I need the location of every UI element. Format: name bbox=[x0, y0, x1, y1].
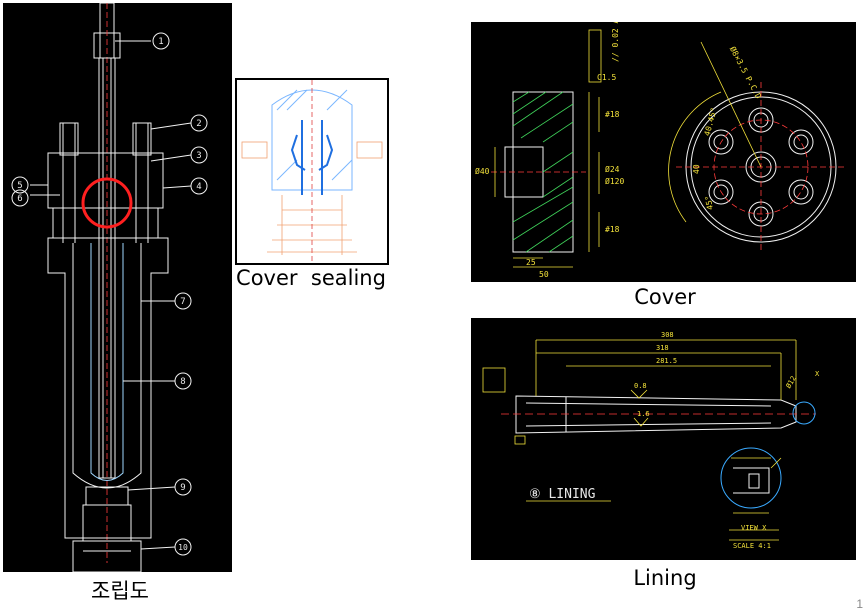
callout-8: 8 bbox=[180, 377, 185, 387]
cover-hole-note: Ø8×3.5 P.C.D bbox=[728, 45, 764, 101]
page-number: 1 bbox=[856, 597, 863, 611]
cover-dim-24: Ø24 bbox=[605, 164, 620, 174]
cover-dim-40: Ø40 bbox=[475, 166, 490, 176]
cover-sealing-panel bbox=[235, 78, 389, 265]
callout-4: 4 bbox=[196, 182, 201, 192]
cover-dim-18a: #18 bbox=[605, 110, 620, 119]
cover-drawing: 25 50 #18 Ø24 Ø120 #18 Ø40 // 0.02 A C1.… bbox=[475, 22, 846, 279]
lining-dim-308: 308 bbox=[661, 331, 674, 339]
callout-3: 3 bbox=[196, 151, 201, 161]
callout-10: 10 bbox=[178, 543, 188, 552]
cover-dim-18b: #18 bbox=[605, 225, 620, 234]
lining-rough-08: 0.8 bbox=[634, 382, 647, 390]
cover-caption: Cover bbox=[634, 285, 696, 309]
callout-2: 2 bbox=[196, 119, 201, 129]
callout-1: 1 bbox=[158, 37, 163, 47]
lining-rough-16: 1.6 bbox=[637, 410, 650, 418]
cover-dim-angle-b: 45° bbox=[704, 195, 715, 211]
lining-drawing-panel: 308 318 281.5 0.8 1.6 Ø12 X ⑧ LINING VIE… bbox=[471, 318, 856, 560]
cover-dim-circle-40: 40 bbox=[692, 164, 701, 174]
assembly-drawing: 1 2 3 4 5 6 7 8 9 10 bbox=[11, 3, 208, 572]
callout-6: 6 bbox=[17, 194, 22, 204]
lining-caption: Lining bbox=[633, 566, 697, 590]
lining-detail-mark: X bbox=[815, 370, 820, 378]
lining-scale-label: SCALE 4:1 bbox=[733, 542, 771, 550]
lining-drawing: 308 318 281.5 0.8 1.6 Ø12 X ⑧ LINING VIE… bbox=[482, 331, 820, 550]
sealing-highlight-circle bbox=[81, 177, 133, 229]
assembly-drawing-panel: 1 2 3 4 5 6 7 8 9 10 bbox=[3, 3, 232, 572]
assembly-caption: 조립도 bbox=[91, 579, 149, 603]
cover-sealing-caption: Cover sealing bbox=[236, 266, 386, 290]
callout-9: 9 bbox=[180, 483, 185, 493]
cover-dim-120: Ø120 bbox=[605, 176, 624, 186]
cover-dim-angle-a: 40.45° bbox=[703, 107, 719, 137]
lining-dim-281: 281.5 bbox=[656, 357, 677, 365]
cover-sealing-drawing bbox=[241, 80, 383, 263]
cover-drawing-panel: 25 50 #18 Ø24 Ø120 #18 Ø40 // 0.02 A C1.… bbox=[471, 22, 856, 282]
cover-dim-25: 25 bbox=[526, 258, 536, 267]
cover-chamfer: C1.5 bbox=[597, 73, 616, 82]
cover-dim-50: 50 bbox=[539, 270, 549, 279]
lining-dim-318: 318 bbox=[656, 344, 669, 352]
lining-view-label: VIEW X bbox=[741, 524, 767, 532]
callout-7: 7 bbox=[180, 297, 185, 307]
lining-part-label: ⑧ LINING bbox=[529, 487, 596, 502]
cover-flatness: // 0.02 A bbox=[611, 22, 620, 62]
callout-5: 5 bbox=[17, 181, 22, 191]
callout-1-circle bbox=[152, 32, 170, 50]
